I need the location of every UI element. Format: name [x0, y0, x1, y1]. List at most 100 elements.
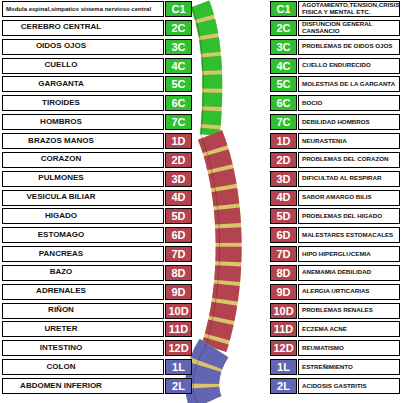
- box-text: ESTREÑIMIENTO: [302, 364, 353, 371]
- vertebra-code-box: 1D: [165, 133, 192, 149]
- symptom-box: DISFUNCION GENERAL CANSANCIO: [298, 20, 400, 36]
- symptom-box: MALESTARES ESTOMACALES: [298, 227, 400, 243]
- box-text: 11D: [169, 323, 189, 335]
- symptom-box: PROBLEMAS DEL CORAZON: [298, 152, 400, 168]
- box-text: INTESTINO: [40, 344, 83, 353]
- box-text: 1D: [276, 135, 290, 147]
- box-text: 6C: [276, 97, 290, 109]
- cervical-vertebrae: [200, 4, 212, 135]
- vertebra-code-box: 4D: [165, 190, 192, 206]
- organ-box: Modula espinal,simpatico sistema nervios…: [2, 1, 164, 17]
- box-text: 2C: [171, 22, 185, 34]
- box-text: RIÑON: [48, 306, 74, 315]
- organ-box: INTESTINO: [2, 340, 164, 356]
- box-text: 12D: [168, 342, 188, 354]
- box-text: 1D: [171, 135, 185, 147]
- vertebra-code-box: 3C: [270, 39, 297, 55]
- box-text: BRAZOS MANOS: [28, 137, 94, 146]
- box-text: 4D: [171, 191, 185, 203]
- box-text: HIGADO: [45, 212, 77, 221]
- vertebra-code-box: 9D: [165, 284, 192, 300]
- vertebra-code-box: 1L: [165, 359, 192, 375]
- symptom-box: BOCIO: [298, 95, 400, 111]
- vertebra-code-box: 4C: [165, 58, 192, 74]
- vertebra-code-box: 7C: [165, 114, 192, 130]
- box-text: 11D: [274, 323, 294, 335]
- vertebra-code-box: 10D: [165, 303, 192, 319]
- box-text: DEBILIDAD HOMBROS: [302, 119, 370, 126]
- vertebra-code-box: 5D: [270, 208, 297, 224]
- symptom-box: ACIDOSIS GASTRITIS: [298, 378, 400, 394]
- box-text: 6D: [276, 229, 290, 241]
- organ-box: ABDOMEN INFERIOR: [2, 378, 164, 394]
- box-text: HIPO HIPERGLUCEMIA: [302, 251, 371, 258]
- vertebra-code-box: 8D: [270, 265, 297, 281]
- organ-box: OIDOS OJOS: [2, 39, 164, 55]
- box-text: MALESTARES ESTOMACALES: [302, 232, 393, 239]
- box-text: MOLESTIAS DE LA GARGANTA: [302, 81, 395, 88]
- vertebra-code-box: 11D: [270, 321, 297, 337]
- vertebra-code-box: 12D: [270, 340, 297, 356]
- box-text: CUELLO ENDURECIDO: [302, 62, 371, 69]
- box-text: PULMONES: [38, 174, 83, 183]
- vertebra-code-box: 7C: [270, 114, 297, 130]
- vertebra-code-box: 6D: [165, 227, 192, 243]
- vertebra-code-box: 5C: [165, 76, 192, 92]
- organ-box: CORAZON: [2, 152, 164, 168]
- vertebra-code-box: 2D: [270, 152, 297, 168]
- symptom-box: PROBLEMAS RENALES: [298, 303, 400, 319]
- spinal-canal: [191, 4, 220, 403]
- cervical-discs: [200, 4, 212, 135]
- box-text: 3C: [276, 41, 290, 53]
- box-text: ANEMAMIA DEBILIDAD: [302, 269, 371, 276]
- box-text: CEREBRO CENTRAL: [21, 23, 101, 32]
- box-text: 5D: [276, 210, 290, 222]
- vertebra-code-box: 5D: [165, 208, 192, 224]
- box-text: URETER: [45, 325, 78, 334]
- box-text: 4C: [276, 60, 290, 72]
- box-text: 9D: [276, 286, 290, 298]
- symptom-box: ALERGIA URTICARIAS: [298, 284, 400, 300]
- box-text: CUELLO: [45, 61, 78, 70]
- box-text: PROBLEMAS DEL CORAZON: [302, 156, 389, 163]
- box-text: 6D: [171, 229, 185, 241]
- box-text: SABOR AMARGO BILIS: [302, 194, 372, 201]
- symptom-box: ECZEMA ACNE: [298, 321, 400, 337]
- box-text: 1L: [172, 361, 185, 373]
- lumbar-vertebrae: [202, 348, 214, 403]
- box-text: 8D: [276, 267, 290, 279]
- organ-box: PULMONES: [2, 171, 164, 187]
- symptom-box: PROBLEMAS DEL HIGADO: [298, 208, 400, 224]
- box-text: NEURASTENIA: [302, 138, 347, 145]
- symptom-box: CUELLO ENDURECIDO: [298, 58, 400, 74]
- vertebra-code-box: 2C: [270, 20, 297, 36]
- vertebra-code-box: 2L: [165, 378, 192, 394]
- vertebra-code-box: 3D: [165, 171, 192, 187]
- symptom-box: REUMATISMO: [298, 340, 400, 356]
- box-text: PROBLEMAS RENALES: [302, 307, 373, 314]
- vertebra-code-box: 1L: [270, 359, 297, 375]
- box-text: 2L: [172, 380, 185, 392]
- box-text: DIFICULTAD AL RESPIRAR: [302, 175, 382, 182]
- vertebra-code-box: 1D: [270, 133, 297, 149]
- box-text: 7C: [276, 116, 290, 128]
- organ-box: ADRENALES: [2, 284, 164, 300]
- organ-box: CUELLO: [2, 58, 164, 74]
- organ-box: CEREBRO CENTRAL: [2, 20, 164, 36]
- box-text: C1: [276, 3, 290, 15]
- box-text: VESICULA BILIAR: [26, 193, 95, 202]
- organ-box: ESTOMAGO: [2, 227, 164, 243]
- symptom-box: NEURASTENIA: [298, 133, 400, 149]
- box-text: 6C: [171, 97, 185, 109]
- box-text: 2D: [171, 154, 185, 166]
- box-text: ABDOMEN INFERIOR: [20, 382, 102, 391]
- box-text: C1: [171, 3, 185, 15]
- box-text: PROBLEMAS DEL HIGADO: [302, 213, 382, 220]
- organ-box: TIROIDES: [2, 95, 164, 111]
- vertebra-code-box: 11D: [165, 321, 192, 337]
- box-text: PANCREAS: [39, 250, 83, 259]
- organ-box: PANCREAS: [2, 246, 164, 262]
- vertebra-code-box: 9D: [270, 284, 297, 300]
- lumbar-discs: [202, 348, 214, 403]
- organ-box: HIGADO: [2, 208, 164, 224]
